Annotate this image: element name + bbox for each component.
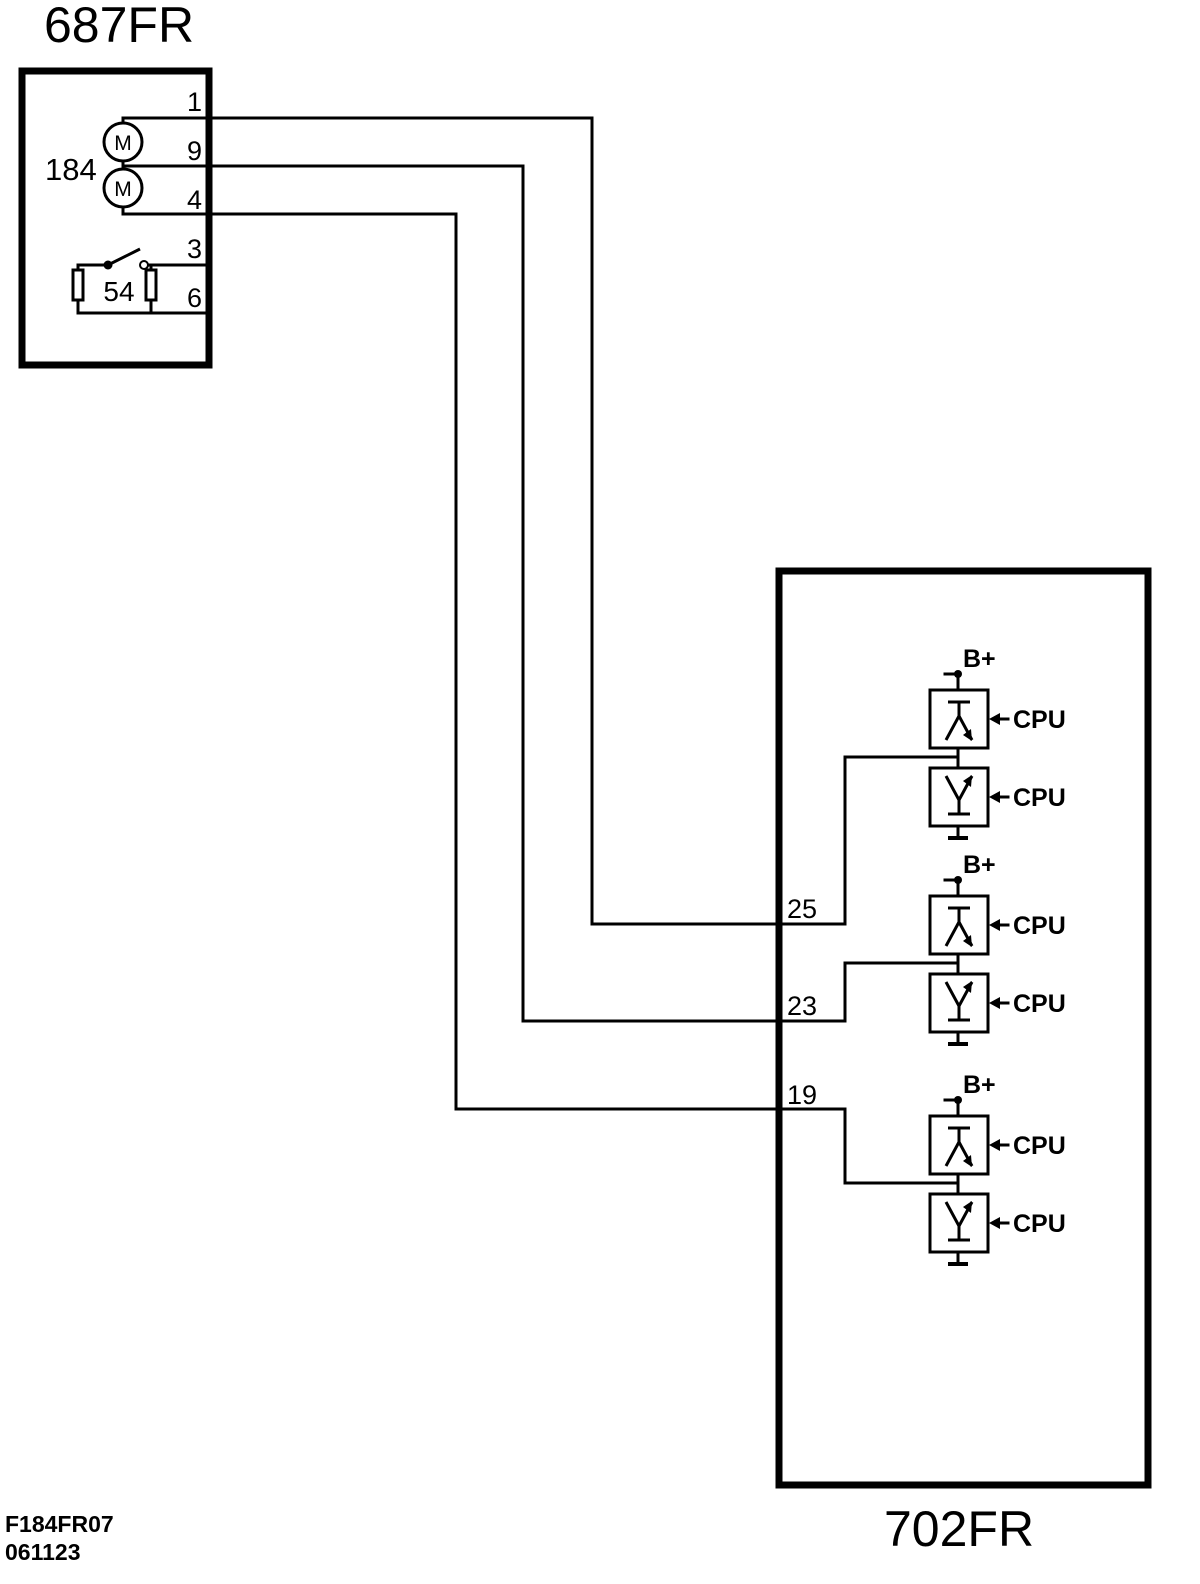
- stage-3-low-side-cpu-arrow: [989, 1217, 1000, 1229]
- pin-25-label: 25: [787, 894, 817, 924]
- footer: F184FR07 061123: [5, 1511, 114, 1565]
- stage-3-low-side-arrowhead: [963, 1201, 972, 1213]
- stage-3-supply-dot: [954, 1096, 962, 1104]
- stage-3-high-side-cpu-label: CPU: [1013, 1132, 1066, 1160]
- pin-9-label: 9: [187, 136, 202, 166]
- stage-1-supply-label: B+: [963, 645, 996, 673]
- wire-pin9-to-pin23: [121, 164, 960, 1023]
- switch-lever: [107, 247, 141, 267]
- motor-lower-m-label: M: [114, 178, 132, 201]
- module-687fr-frame: [18, 67, 213, 369]
- stage-1-high-side-arrowhead: [963, 729, 972, 741]
- footer-line-1: F184FR07: [5, 1511, 114, 1537]
- switch-right-resistor: [144, 268, 158, 302]
- wire-pin1-to-pin25: [121, 116, 960, 926]
- driver-stage-1: B+ CPU CPU: [928, 645, 1066, 840]
- stage-1-high-side-cpu-label: CPU: [1013, 706, 1066, 734]
- switch-pin6-wire: [76, 298, 208, 315]
- stage-2-high-side-arrowhead: [963, 935, 972, 947]
- stage-2-low-side-cpu-arrow: [989, 997, 1000, 1009]
- stage-2-high-side-cpu-label: CPU: [1013, 912, 1066, 940]
- pin-23-label: 23: [787, 991, 817, 1021]
- stage-1-low-side-arrowhead: [963, 775, 972, 787]
- stage-1-low-side-cpu-label: CPU: [1013, 784, 1066, 812]
- wire-pin4-to-pin19: [121, 205, 960, 1185]
- footer-line-2: 061123: [5, 1539, 80, 1565]
- switch-54: 54: [71, 247, 208, 315]
- stage-1-supply-dot: [954, 670, 962, 678]
- pin-6-label: 6: [187, 283, 202, 313]
- module-687fr: 687FR 184 M M 1 9 4 3 6 54: [18, 0, 213, 369]
- stage-2-low-side-arrowhead: [963, 981, 972, 993]
- stage-2-low-side-cpu-label: CPU: [1013, 990, 1066, 1018]
- motor-upper-m-label: M: [114, 132, 132, 155]
- stage-2-high-side-cpu-arrow: [989, 919, 1000, 931]
- switch-54-label: 54: [103, 276, 134, 307]
- harness: [121, 116, 960, 1185]
- switch-pivot-dot: [103, 260, 113, 270]
- switch-left-lead: [76, 263, 110, 272]
- stage-3-high-side-cpu-arrow: [989, 1139, 1000, 1151]
- stage-2-supply-label: B+: [963, 851, 996, 879]
- stage-1-low-side-cpu-arrow: [989, 791, 1000, 803]
- module-702fr-frame: [775, 567, 1152, 1489]
- stage-3-supply-label: B+: [963, 1071, 996, 1099]
- switch-left-resistor: [71, 268, 85, 302]
- driver-stage-3: B+ CPU CPU: [928, 1071, 1066, 1266]
- stage-2-supply-dot: [954, 876, 962, 884]
- stage-1-high-side-cpu-arrow: [989, 713, 1000, 725]
- pin-1-label: 1: [187, 87, 202, 117]
- pin-3-label: 3: [187, 234, 202, 264]
- module-702fr-title: 702FR: [884, 1501, 1034, 1557]
- pin-4-label: 4: [187, 185, 202, 215]
- module-687fr-title: 687FR: [44, 0, 194, 53]
- stage-3-high-side-arrowhead: [963, 1155, 972, 1167]
- motor-184-label: 184: [45, 152, 97, 187]
- module-702fr: 702FR 25 23 19 B+ CPU CPU B+: [775, 567, 1152, 1557]
- pin-19-label: 19: [787, 1080, 817, 1110]
- stage-3-low-side-cpu-label: CPU: [1013, 1210, 1066, 1238]
- driver-stage-2: B+ CPU CPU: [928, 851, 1066, 1046]
- switch-open-contact: [139, 260, 149, 270]
